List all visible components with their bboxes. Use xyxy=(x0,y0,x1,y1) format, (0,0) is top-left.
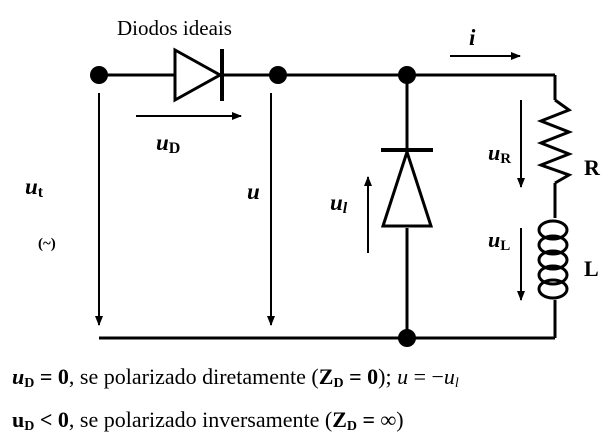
junction-dot-bottom xyxy=(398,329,416,347)
caption-forward-bias: uD = 0, se polarizado diretamente (ZD = … xyxy=(12,364,459,391)
series-diode xyxy=(173,47,224,103)
inductor xyxy=(537,219,569,300)
terminal-dot-left xyxy=(90,66,108,84)
label-ut: ut xyxy=(25,174,44,201)
freewheel-diode xyxy=(380,147,434,228)
junction-dot-after-diode xyxy=(269,66,287,84)
label-uL: uL xyxy=(488,227,510,254)
label-L: L xyxy=(584,256,599,281)
label-uR: uR xyxy=(488,140,511,167)
label-i: i xyxy=(469,25,476,50)
diodes-title: Diodos ideais xyxy=(117,16,232,40)
arrows xyxy=(95,52,525,326)
caption-reverse-bias: uD < 0, se polarizado inversamente (ZD =… xyxy=(12,407,404,434)
label-R: R xyxy=(584,155,601,180)
label-u: u xyxy=(247,179,260,204)
label-uD: uD xyxy=(156,130,180,157)
label-ul: ul xyxy=(330,190,348,217)
resistor xyxy=(536,98,574,185)
label-ut-note: (~) xyxy=(38,236,56,252)
wires xyxy=(99,73,557,340)
junction-dot-top xyxy=(398,66,416,84)
